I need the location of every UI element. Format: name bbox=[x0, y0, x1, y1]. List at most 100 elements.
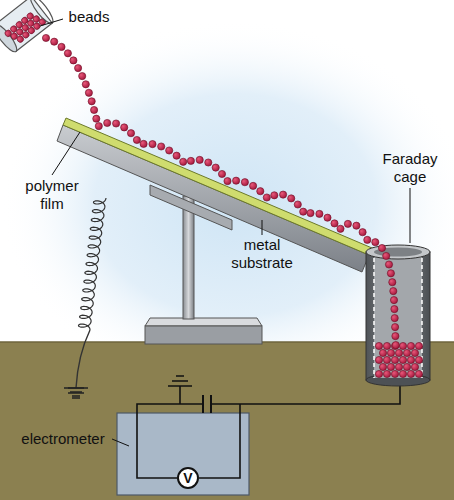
bead bbox=[104, 119, 111, 126]
bead bbox=[93, 115, 100, 122]
leader-line bbox=[52, 132, 80, 175]
ground-symbol bbox=[68, 388, 84, 396]
bead bbox=[196, 156, 203, 163]
stand-base-top bbox=[145, 318, 262, 326]
bead bbox=[316, 210, 323, 217]
bead bbox=[372, 239, 379, 246]
bead bbox=[271, 192, 278, 199]
bead-trajectory bbox=[46, 38, 396, 350]
stand-base bbox=[145, 326, 262, 344]
bead bbox=[166, 147, 173, 154]
bead bbox=[218, 170, 225, 177]
bead bbox=[403, 349, 410, 356]
ground-symbol bbox=[64, 388, 88, 398]
bead bbox=[407, 356, 414, 363]
bead bbox=[250, 182, 257, 189]
bead-cup bbox=[0, 0, 56, 54]
bead bbox=[391, 370, 398, 377]
bead bbox=[415, 342, 422, 349]
bead bbox=[391, 315, 398, 322]
bead bbox=[379, 349, 386, 356]
leader-line bbox=[262, 220, 263, 235]
bead bbox=[241, 179, 248, 186]
bead bbox=[392, 324, 399, 331]
ground-wire bbox=[76, 330, 90, 388]
bead-stream bbox=[42, 34, 399, 348]
bead bbox=[407, 342, 414, 349]
bead bbox=[82, 81, 89, 88]
bead bbox=[205, 159, 212, 166]
bead bbox=[127, 130, 134, 137]
bead bbox=[399, 356, 406, 363]
bead bbox=[85, 89, 92, 96]
bead bbox=[399, 342, 406, 349]
background-glow bbox=[0, 20, 454, 390]
bead bbox=[42, 34, 49, 41]
bead bbox=[212, 164, 219, 171]
bead bbox=[390, 297, 397, 304]
bead bbox=[399, 370, 406, 377]
inner-cage-mesh bbox=[373, 258, 375, 378]
bead bbox=[385, 261, 392, 268]
bead bbox=[75, 65, 82, 72]
capacitor-plate bbox=[202, 395, 204, 413]
circuit-wire bbox=[137, 382, 400, 478]
bead bbox=[300, 208, 307, 215]
bead bbox=[390, 288, 397, 295]
bead bbox=[263, 194, 270, 201]
leader-line bbox=[410, 188, 411, 243]
bead bbox=[187, 157, 194, 164]
bead bbox=[180, 158, 187, 165]
bead bbox=[133, 136, 140, 143]
bead bbox=[95, 123, 102, 130]
capacitor-plate bbox=[210, 395, 212, 413]
bead bbox=[378, 244, 385, 251]
bead bbox=[364, 236, 371, 243]
bead bbox=[391, 342, 398, 349]
bead bbox=[140, 140, 147, 147]
bead-label: beads bbox=[64, 8, 114, 26]
bead bbox=[359, 229, 366, 236]
ground-symbol bbox=[168, 376, 192, 386]
bead bbox=[392, 333, 399, 340]
bead bbox=[233, 177, 240, 184]
bead bbox=[411, 363, 418, 370]
bead bbox=[70, 57, 77, 64]
bead bbox=[158, 143, 165, 150]
bead bbox=[88, 98, 95, 105]
bead bbox=[379, 363, 386, 370]
bead bbox=[383, 252, 390, 259]
bead bbox=[403, 363, 410, 370]
bead bbox=[383, 370, 390, 377]
bead bbox=[375, 370, 382, 377]
bead bbox=[51, 38, 58, 45]
electrometer-label: electrometer bbox=[12, 430, 114, 448]
bead bbox=[257, 188, 264, 195]
bead bbox=[113, 120, 120, 127]
bead bbox=[395, 363, 402, 370]
bead bbox=[387, 270, 394, 277]
cup-beads bbox=[4, 8, 47, 47]
meter-letter: V bbox=[183, 471, 192, 485]
faraday-cage-top bbox=[366, 245, 430, 259]
bead bbox=[294, 201, 301, 208]
bead bbox=[383, 356, 390, 363]
bead bbox=[121, 124, 128, 131]
bead bbox=[173, 152, 180, 159]
bead bbox=[288, 195, 295, 202]
voltmeter-symbol: V bbox=[177, 467, 199, 489]
bead bbox=[415, 356, 422, 363]
bead bbox=[344, 220, 351, 227]
bead bbox=[375, 356, 382, 363]
bead bbox=[79, 73, 86, 80]
film-label: polymer film bbox=[20, 177, 84, 213]
faraday-cage-inner bbox=[374, 256, 422, 378]
bead bbox=[383, 342, 390, 349]
ground bbox=[0, 342, 454, 500]
bead bbox=[324, 214, 331, 221]
bead bbox=[149, 141, 156, 148]
metal-substrate bbox=[57, 125, 369, 272]
bead-pile bbox=[375, 342, 422, 377]
leader-line bbox=[112, 439, 129, 446]
